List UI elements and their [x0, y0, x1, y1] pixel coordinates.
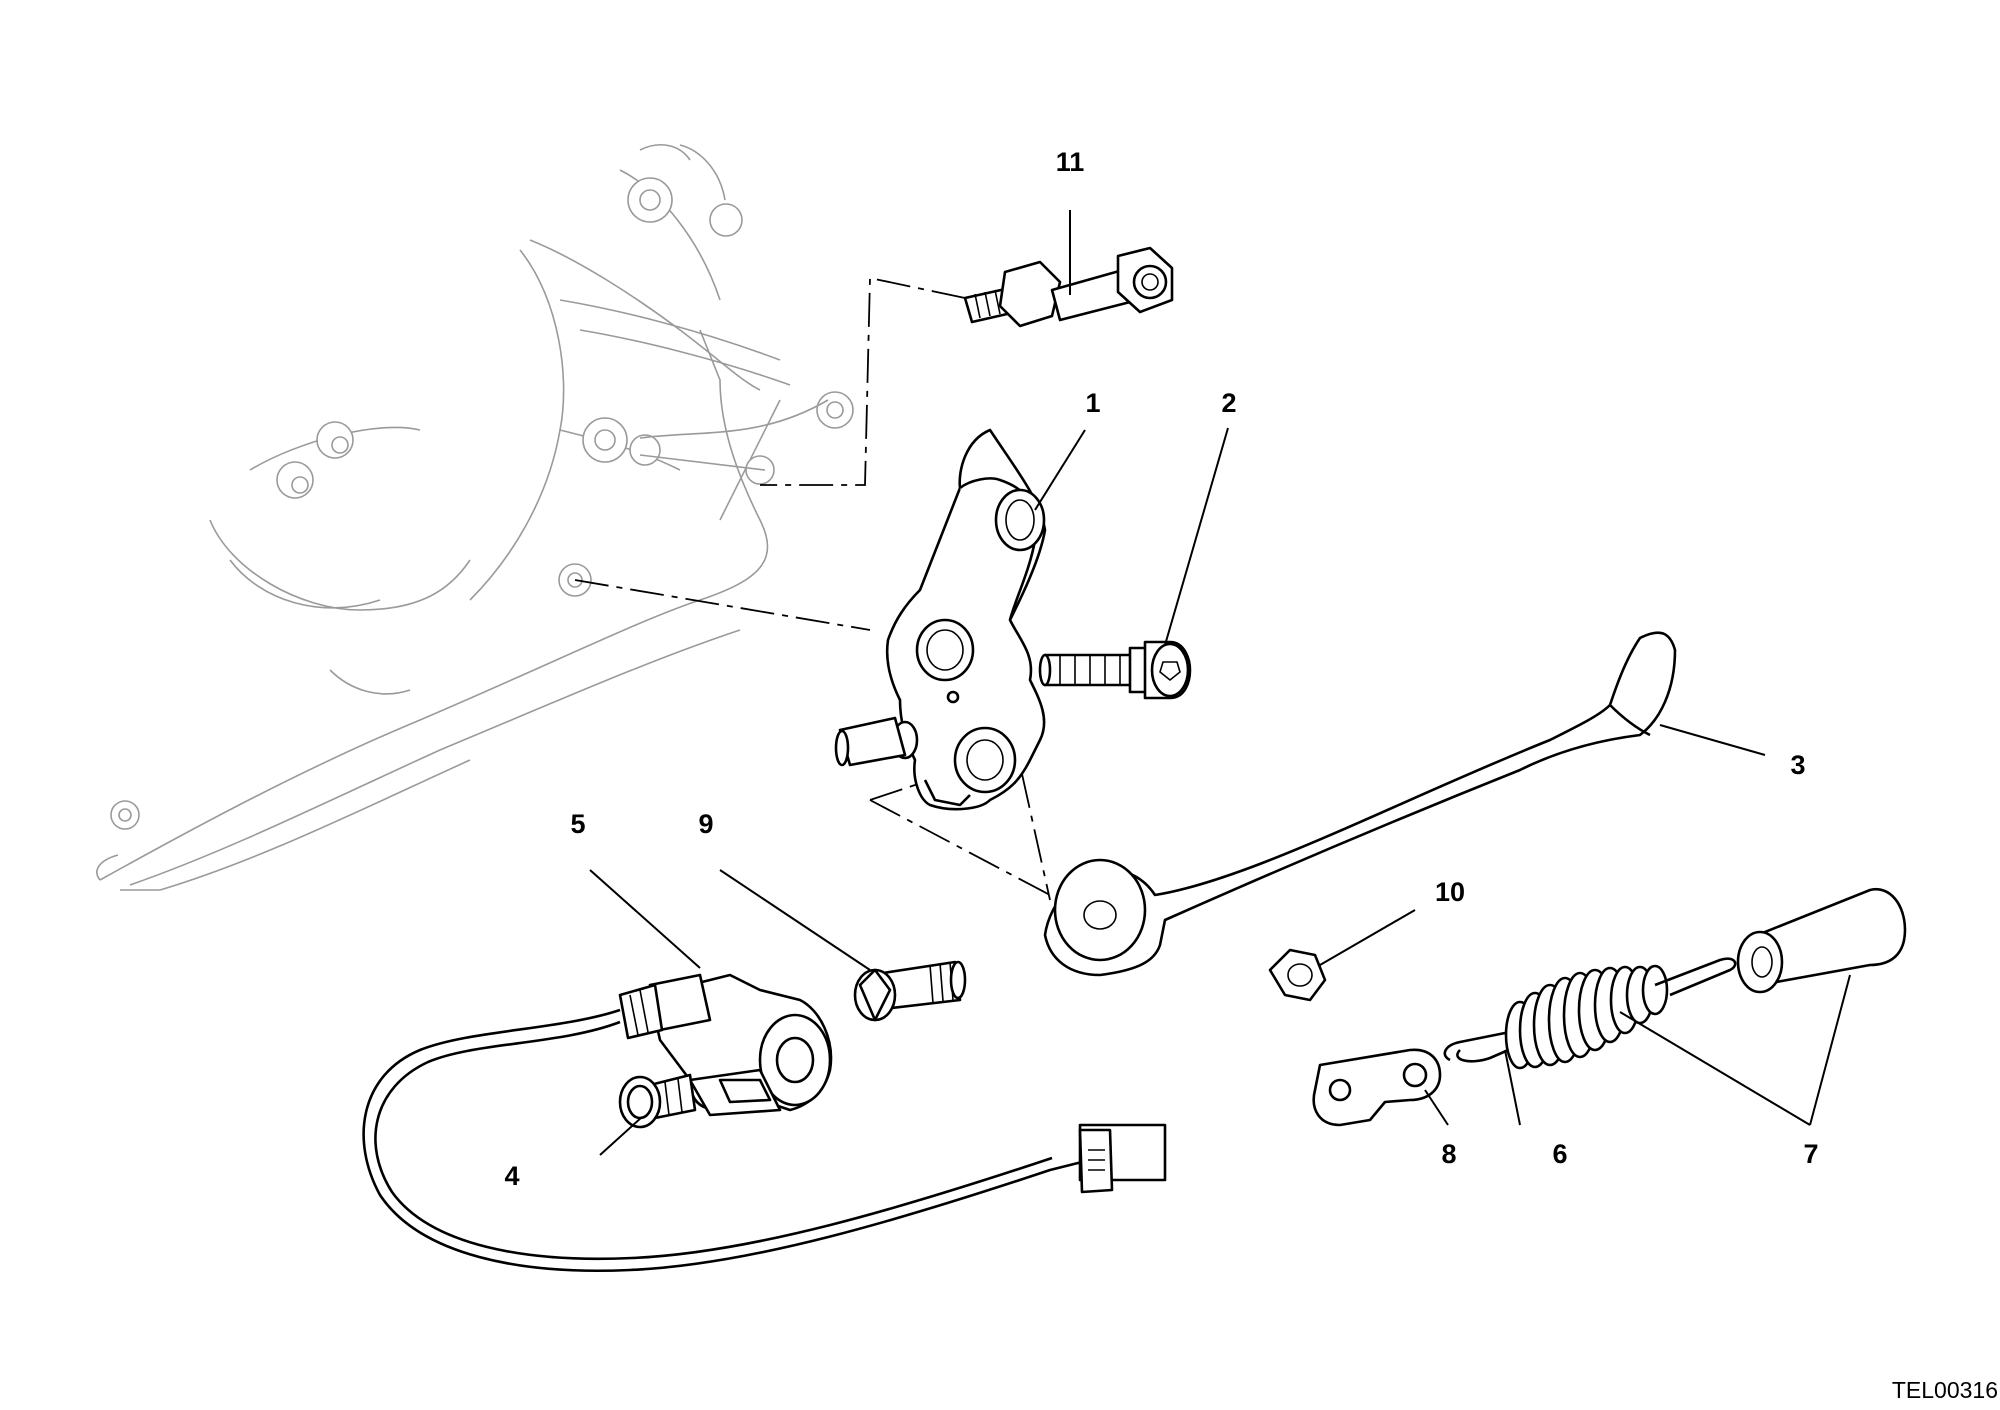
- part-9-pivot-pin: [853, 960, 967, 1022]
- callout-4: 4: [504, 1161, 519, 1191]
- part-6-return-spring: [1443, 957, 1737, 1070]
- callout-labels: 11 1 2 3 5 9 10 4 8 6 7: [504, 147, 1818, 1191]
- callout-7: 7: [1803, 1139, 1818, 1169]
- callout-10: 10: [1435, 877, 1465, 907]
- callout-leader-lines: [589, 210, 1851, 1156]
- part-8-spring-plate: [1312, 1048, 1442, 1127]
- engine-casing-outline: [96, 144, 854, 891]
- callout-2: 2: [1221, 388, 1236, 418]
- callout-6: 6: [1552, 1139, 1567, 1169]
- callout-3: 3: [1790, 750, 1805, 780]
- callout-11: 11: [1056, 147, 1085, 177]
- switch-cable: [362, 1008, 1091, 1273]
- part-3-side-stand: [1043, 631, 1677, 977]
- callout-5: 5: [570, 809, 585, 839]
- callout-1: 1: [1085, 388, 1100, 418]
- reference-code: TEL00316: [1892, 1377, 1998, 1403]
- part-7-spring-sleeve: [1736, 887, 1907, 994]
- part-10-nut: [1268, 948, 1327, 1002]
- part-5-stand-switch: [618, 973, 833, 1117]
- part-11-bolt: [963, 246, 1174, 328]
- switch-connector: [1078, 1123, 1167, 1194]
- callout-9: 9: [698, 809, 713, 839]
- part-4-screw: [618, 1073, 697, 1129]
- part-2-socket-bolt: [1038, 640, 1192, 700]
- part-1-stand-bracket: [834, 428, 1047, 811]
- callout-8: 8: [1441, 1139, 1456, 1169]
